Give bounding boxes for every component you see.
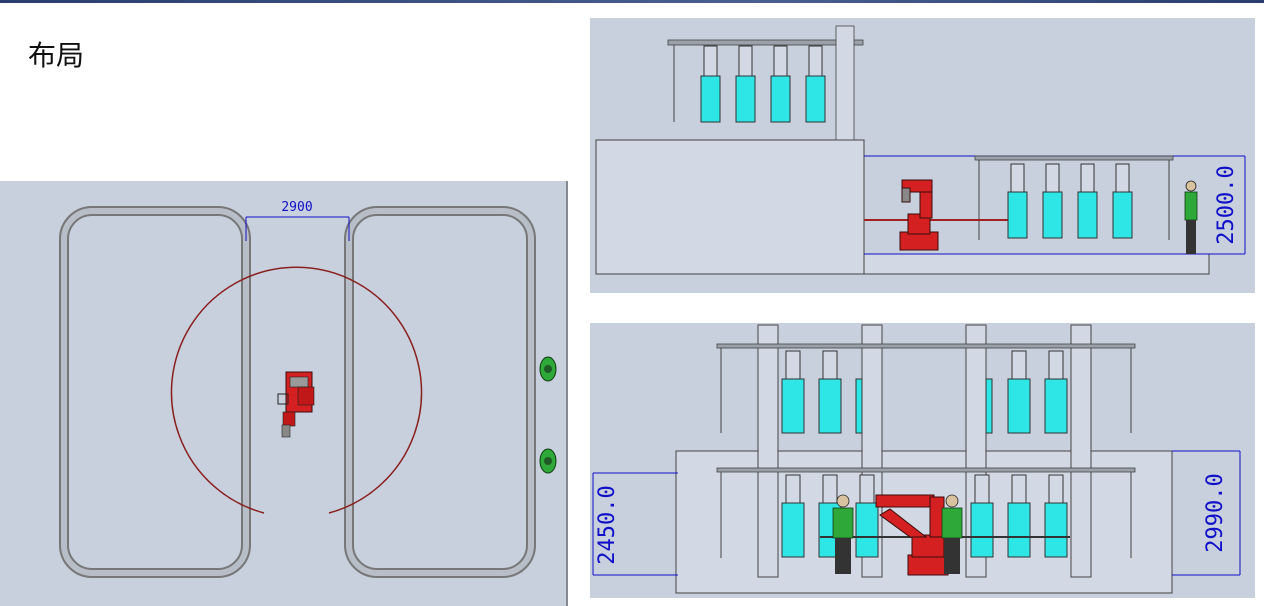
worker-top-view-1 xyxy=(539,356,557,382)
worker-top-view-2 xyxy=(539,448,557,474)
front-dimension-left-label: 2450.0 xyxy=(595,485,620,564)
side-dimension-label: 2500.0 xyxy=(1214,165,1239,244)
front-worker-left xyxy=(832,494,854,574)
plan-view: 2900 xyxy=(0,181,568,606)
slide-title: 布局 xyxy=(28,39,85,72)
robot-reach-arc xyxy=(170,266,423,514)
side-building xyxy=(595,139,865,275)
side-upper-containers xyxy=(700,45,826,123)
side-view: 2500.0 xyxy=(590,18,1255,293)
front-upper-containers xyxy=(781,350,1068,434)
top-accent-bar xyxy=(0,0,1264,3)
side-robot xyxy=(899,179,939,251)
front-worker-right xyxy=(941,494,963,574)
front-dimension-right-label: 2990.0 xyxy=(1203,473,1228,552)
plan-dimension-label: 2900 xyxy=(281,200,312,215)
front-view: 2450.0 2990.0 xyxy=(590,323,1255,598)
side-worker xyxy=(1184,180,1198,254)
side-lower-containers xyxy=(1007,163,1133,239)
plan-dimension: 2900 xyxy=(245,200,350,241)
robot-top-view xyxy=(277,371,315,438)
